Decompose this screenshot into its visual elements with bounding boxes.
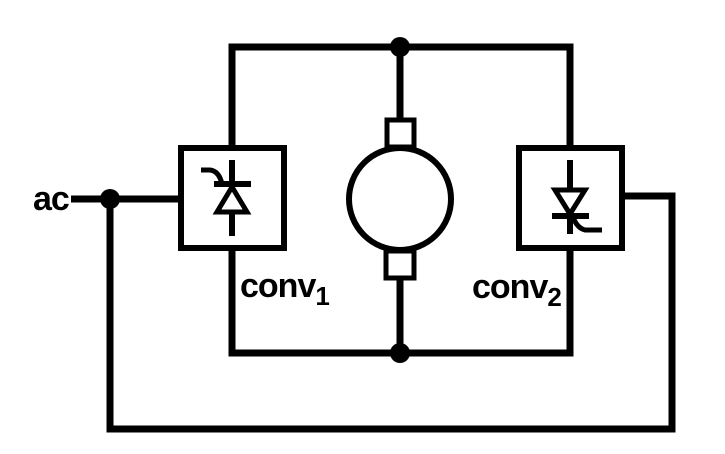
converter1-label: conv1 — [240, 267, 330, 311]
thyristor-gate-lead — [201, 167, 225, 185]
thyristor-up-icon — [201, 160, 252, 236]
converter2-label: conv2 — [472, 268, 562, 312]
motor-body — [346, 145, 454, 253]
dc-machine-icon — [346, 117, 454, 281]
junction-dot-ac — [100, 189, 120, 209]
converter2: conv2 — [472, 145, 625, 312]
converter1: conv1 — [178, 145, 330, 311]
thyristor-gate-lead — [570, 216, 602, 233]
junction-dot-bottom — [390, 343, 410, 363]
outer-loop-wire — [106, 192, 676, 433]
thyristor-triangle — [550, 187, 590, 219]
thyristor-down-icon — [550, 160, 602, 234]
junction-dot-top — [390, 37, 410, 57]
motor-terminal-bottom — [383, 248, 417, 281]
ac-label: ac — [33, 180, 69, 218]
motor-terminal-top — [384, 117, 417, 150]
